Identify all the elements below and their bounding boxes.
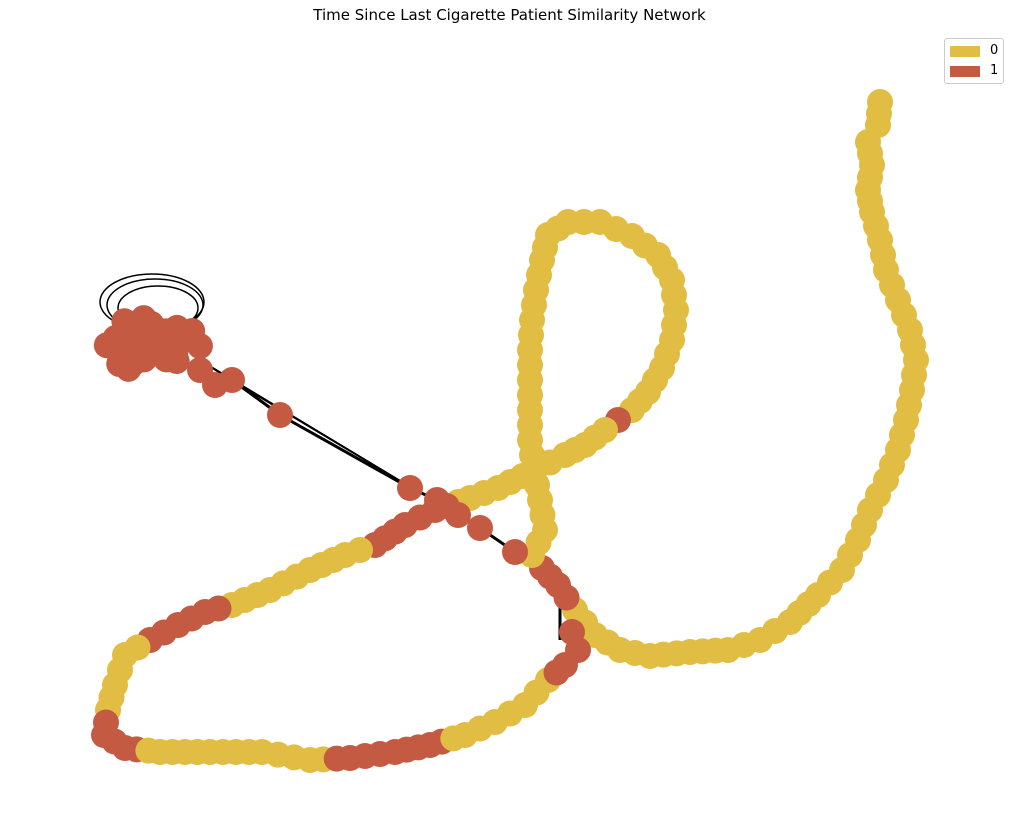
node-class-1: [424, 487, 450, 513]
node-class-1: [219, 367, 245, 393]
legend-label-1: 1: [990, 63, 999, 78]
network-edge: [279, 413, 411, 490]
legend-item-1: 1: [950, 63, 998, 79]
legend-item-0: 0: [950, 43, 998, 59]
legend-swatch-0: [950, 45, 980, 57]
legend-label-0: 0: [990, 43, 999, 58]
node-class-1: [267, 402, 293, 428]
node-class-1: [502, 539, 528, 565]
chart-title: Time Since Last Cigarette Patient Simila…: [313, 6, 706, 24]
node-class-1: [559, 619, 585, 645]
edges-layer: [99, 101, 918, 762]
node-class-1: [467, 515, 493, 541]
node-class-1: [110, 323, 137, 350]
node-class-1: [167, 325, 194, 352]
node-class-1: [397, 475, 423, 501]
legend: 0 1: [944, 38, 1004, 84]
node-class-1: [121, 349, 148, 376]
node-class-1: [445, 502, 471, 528]
node-class-1: [130, 318, 157, 345]
network-edge: [220, 373, 413, 489]
legend-swatch-1: [950, 65, 980, 77]
nodes-layer: [91, 89, 929, 773]
